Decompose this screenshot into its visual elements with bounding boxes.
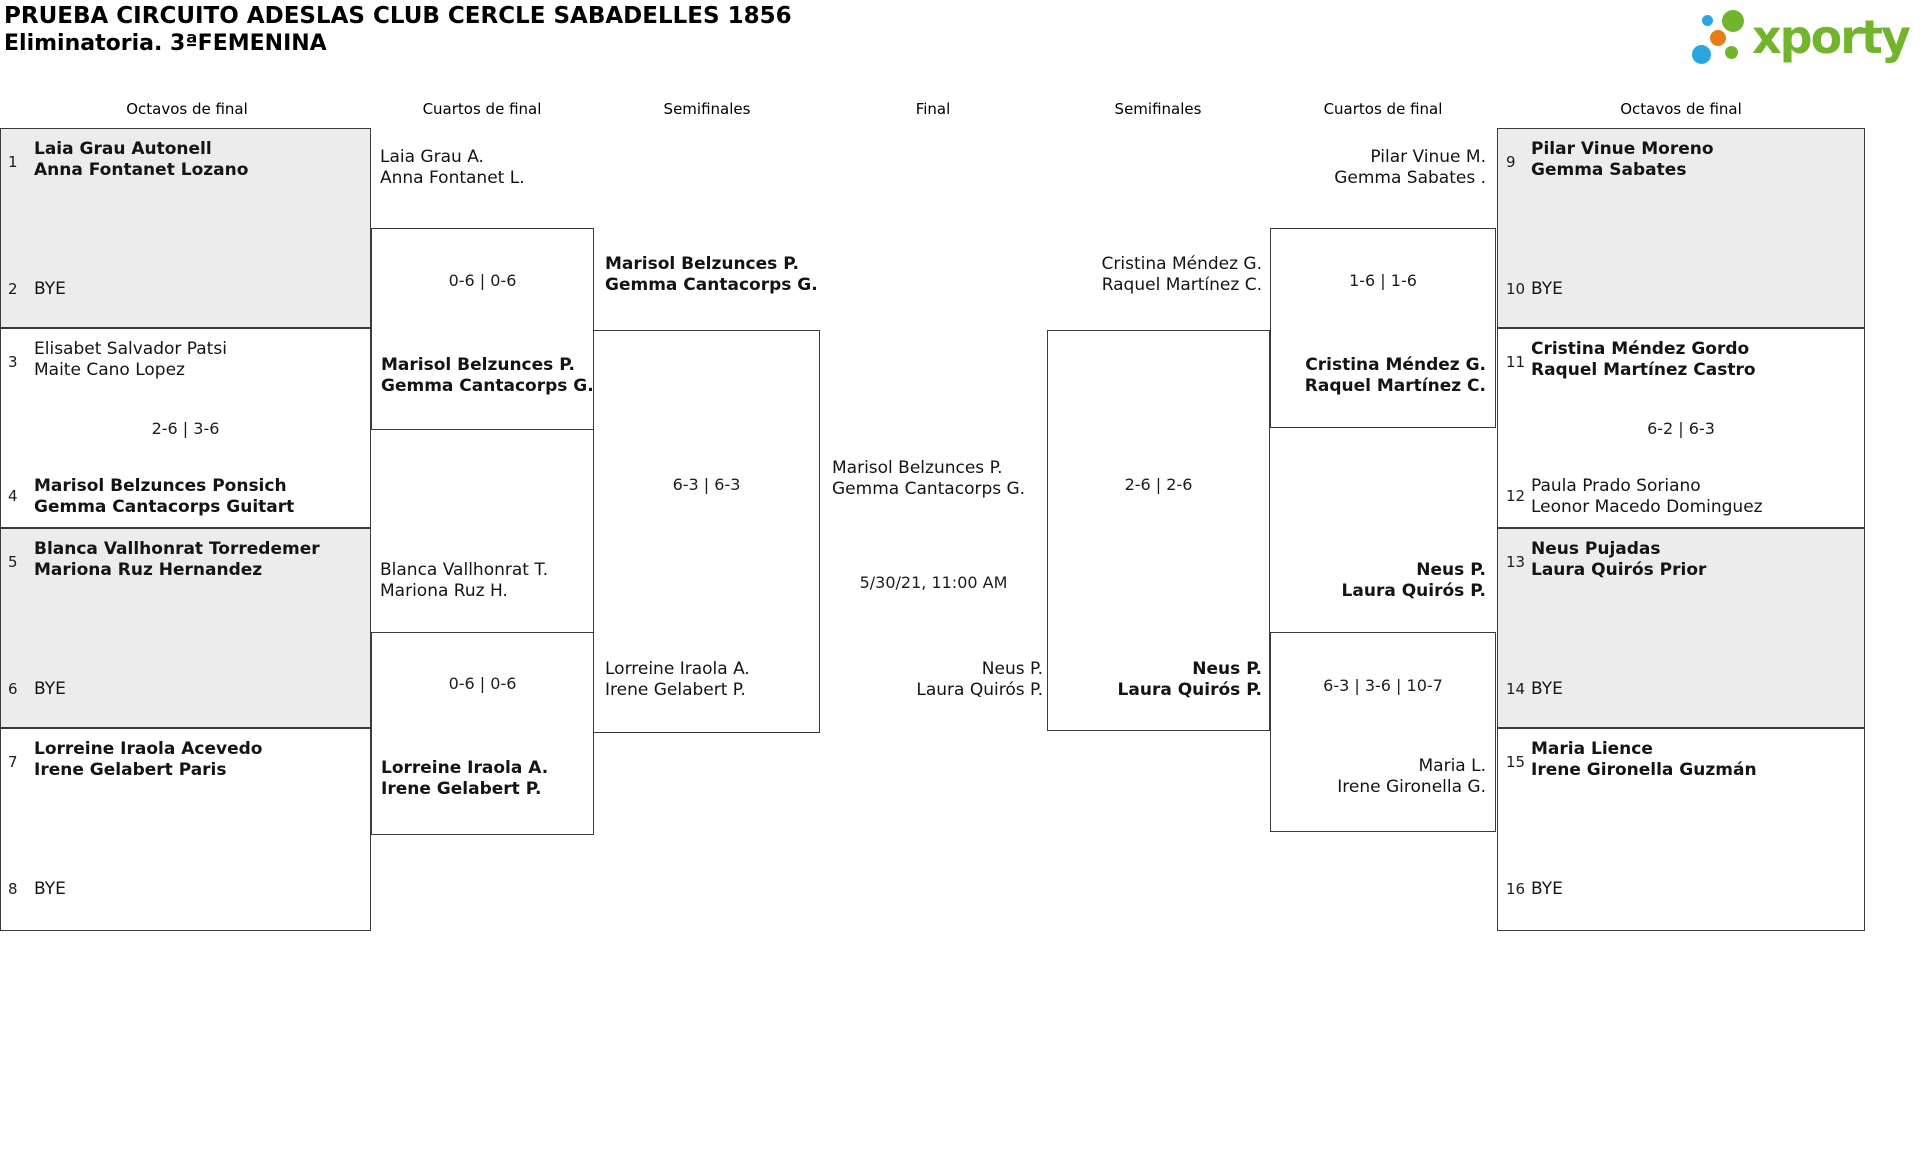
bye-label: BYE [1531, 879, 1563, 899]
match-box-r16-1-2: 1 Laia Grau Autonell Anna Fontanet Lozan… [0, 128, 371, 328]
match-box-qf-right-bottom [1270, 632, 1496, 832]
match-box-sf-right [1047, 330, 1270, 731]
sf-left-score: 6-3 | 6-3 [672, 475, 741, 494]
seed: 5 [8, 553, 18, 571]
qf-left-top-team: Laia Grau A. Anna Fontanet L. [380, 147, 525, 188]
match-box-qf-right-top [1270, 228, 1496, 428]
match-box-qf-left-top [371, 228, 594, 430]
round-header-semis-right: Semifinales [1114, 100, 1202, 118]
logo-dot-green-small [1725, 46, 1738, 59]
bye-label: BYE [34, 679, 66, 699]
round-header-octavos-right: Octavos de final [1620, 100, 1742, 118]
seed: 7 [8, 753, 18, 771]
final-team-left: Marisol Belzunces P. Gemma Cantacorps G. [832, 458, 1026, 499]
team-name: Paula Prado Soriano Leonor Macedo Doming… [1531, 476, 1763, 517]
qf-right-bottom-score: 6-3 | 3-6 | 10-7 [1323, 676, 1443, 695]
match-box-r16-5-6: 5 Blanca Vallhonrat Torredemer Mariona R… [0, 528, 371, 728]
seed: 15 [1506, 753, 1526, 771]
match-score: 2-6 | 3-6 [151, 419, 220, 438]
round-header-final: Final [915, 100, 951, 118]
team-name: Cristina Méndez Gordo Raquel Martínez Ca… [1531, 339, 1756, 380]
seed: 16 [1506, 880, 1526, 898]
round-header-octavos-left: Octavos de final [126, 100, 248, 118]
seed: 3 [8, 353, 18, 371]
seed: 13 [1506, 553, 1526, 571]
seed: 1 [8, 153, 18, 171]
team-name: Maria Lience Irene Gironella Guzmán [1531, 739, 1757, 780]
match-box-r16-11-12: 11 Cristina Méndez Gordo Raquel Martínez… [1497, 328, 1865, 528]
sf-right-score: 2-6 | 2-6 [1124, 475, 1193, 494]
sf-right-top-team: Cristina Méndez G. Raquel Martínez C. [1101, 254, 1262, 295]
team-name: Laia Grau Autonell Anna Fontanet Lozano [34, 139, 249, 180]
team-name: Lorreine Iraola Acevedo Irene Gelabert P… [34, 739, 263, 780]
xporty-logo[interactable]: xporty [1688, 4, 1918, 76]
match-box-r16-9-10: 9 Pilar Vinue Moreno Gemma Sabates 10 BY… [1497, 128, 1865, 328]
qf-left-bottom-score: 0-6 | 0-6 [448, 674, 517, 693]
page-title: PRUEBA CIRCUITO ADESLAS CLUB CERCLE SABA… [4, 3, 792, 29]
qf-left-top-winner: Marisol Belzunces P. Gemma Cantacorps G. [381, 355, 594, 396]
qf-left-bottom-winner: Lorreine Iraola A. Irene Gelabert P. [381, 758, 549, 799]
round-header-cuartos-right: Cuartos de final [1323, 100, 1443, 118]
round-header-semis-left: Semifinales [663, 100, 751, 118]
seed: 2 [8, 280, 18, 298]
match-box-r16-7-8: 7 Lorreine Iraola Acevedo Irene Gelabert… [0, 728, 371, 931]
match-score: 6-2 | 6-3 [1647, 419, 1715, 438]
seed: 8 [8, 880, 18, 898]
bye-label: BYE [1531, 679, 1563, 699]
qf-right-top-score: 1-6 | 1-6 [1349, 271, 1417, 290]
qf-left-top-score: 0-6 | 0-6 [448, 271, 517, 290]
match-box-r16-13-14: 13 Neus Pujadas Laura Quirós Prior 14 BY… [1497, 528, 1865, 728]
seed: 10 [1506, 280, 1526, 298]
seed: 9 [1506, 153, 1516, 171]
bye-label: BYE [1531, 279, 1563, 299]
final-schedule: 5/30/21, 11:00 AM [859, 573, 1008, 592]
logo-wordmark: xporty [1752, 10, 1911, 64]
team-name: Neus Pujadas Laura Quirós Prior [1531, 539, 1707, 580]
match-box-sf-left [593, 330, 820, 733]
match-box-r16-15-16: 15 Maria Lience Irene Gironella Guzmán 1… [1497, 728, 1865, 931]
team-name: Blanca Vallhonrat Torredemer Mariona Ruz… [34, 539, 320, 580]
sf-right-winner: Neus P. Laura Quirós P. [1117, 659, 1262, 700]
qf-right-bottom-team: Maria L. Irene Gironella G. [1337, 756, 1486, 797]
qf-left-bottom-team: Blanca Vallhonrat T. Mariona Ruz H. [380, 560, 549, 601]
final-team-right: Neus P. Laura Quirós P. [916, 659, 1043, 700]
bye-label: BYE [34, 279, 66, 299]
team-name: Pilar Vinue Moreno Gemma Sabates [1531, 139, 1714, 180]
logo-dot-green-large [1722, 10, 1744, 32]
round-header-cuartos-left: Cuartos de final [422, 100, 542, 118]
seed: 12 [1506, 487, 1526, 505]
logo-dot-blue-large [1692, 45, 1711, 64]
team-name: Marisol Belzunces Ponsich Gemma Cantacor… [34, 476, 295, 517]
qf-right-top-team: Pilar Vinue M. Gemma Sabates . [1334, 147, 1486, 188]
seed: 14 [1506, 680, 1526, 698]
seed: 6 [8, 680, 18, 698]
seed: 11 [1506, 353, 1526, 371]
bye-label: BYE [34, 879, 66, 899]
team-name: Elisabet Salvador Patsi Maite Cano Lopez [34, 339, 227, 380]
logo-dot-blue-small [1702, 15, 1713, 26]
sf-left-bottom-team: Lorreine Iraola A. Irene Gelabert P. [605, 659, 750, 700]
qf-right-top-winner: Cristina Méndez G. Raquel Martínez C. [1304, 355, 1486, 396]
logo-dot-orange [1710, 30, 1726, 46]
match-box-qf-left-bottom [371, 632, 594, 835]
sf-left-top-team: Marisol Belzunces P. Gemma Cantacorps G. [605, 254, 818, 295]
page-subtitle: Eliminatoria. 3ªFEMENINA [4, 31, 327, 56]
qf-right-bottom-winner: Neus P. Laura Quirós P. [1341, 560, 1486, 601]
seed: 4 [8, 487, 18, 505]
match-box-r16-3-4: 3 Elisabet Salvador Patsi Maite Cano Lop… [0, 328, 371, 528]
